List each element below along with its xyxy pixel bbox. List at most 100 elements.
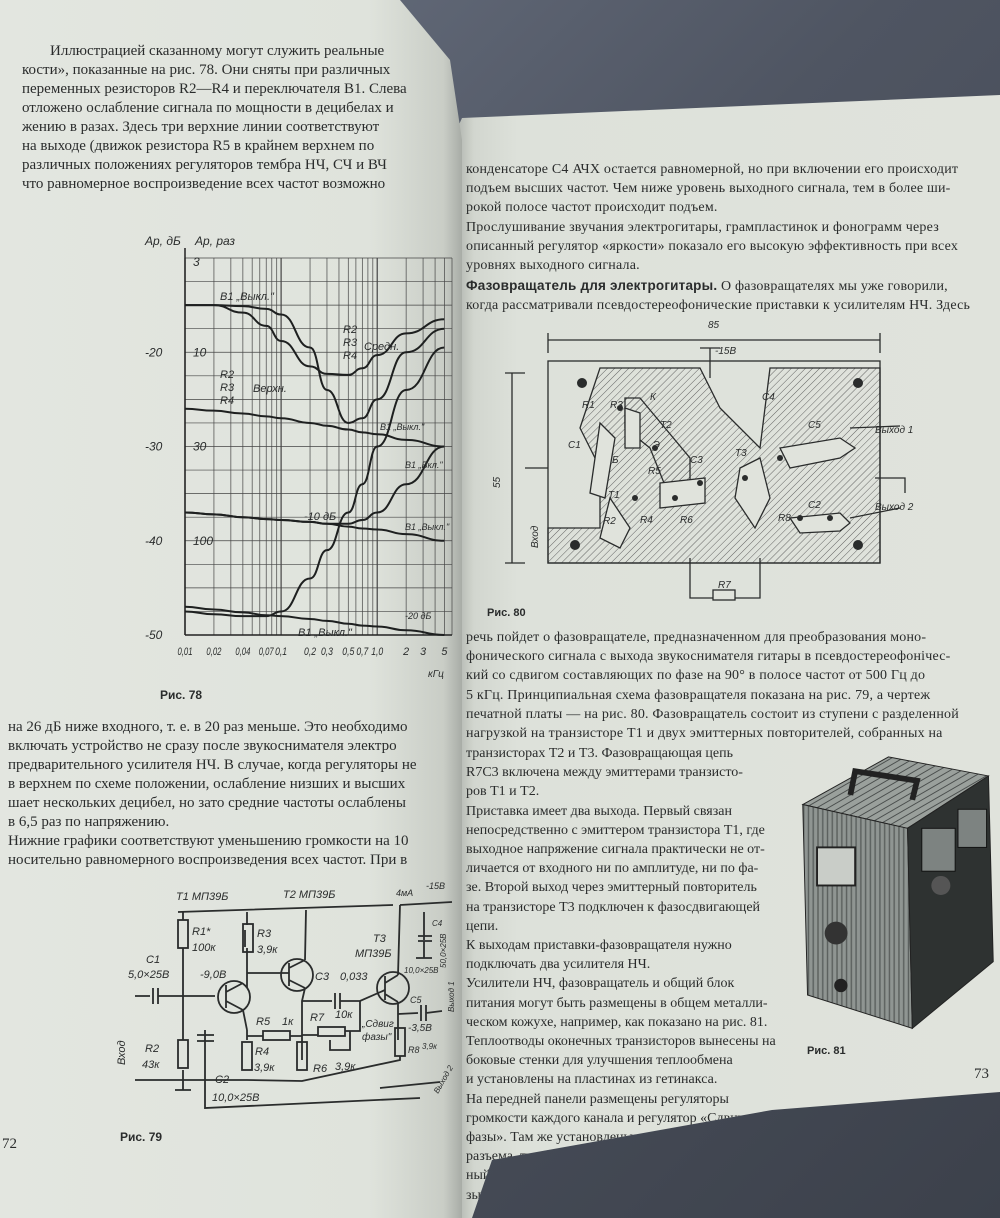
x-tick-label: 2: [402, 646, 409, 658]
label-r4: R4: [255, 1046, 269, 1058]
right-page: конденсаторе C4 АЧХ остается равномерной…: [452, 95, 1000, 1218]
label-t3: T3: [373, 933, 387, 945]
pcb-label-k: К: [650, 392, 657, 403]
x-tick-label: 0,3: [321, 646, 334, 658]
section-heading-rest: О фазовращателях мы уже говорили,: [717, 279, 948, 294]
label-c5-value: 10,0×25В: [404, 966, 439, 975]
x-tick-label: 0,02: [206, 646, 221, 658]
text-line: подключать два усилителя НЧ.: [466, 957, 651, 973]
text-line: предварительного усилителя НЧ. В случае,…: [8, 757, 417, 773]
x-tick-label: 0,01: [178, 646, 193, 658]
text-line: кости», показанные на рис. 78. Они сняты…: [22, 62, 391, 78]
text-line: R7C3 включена между эмиттерами транзисто…: [466, 765, 743, 781]
label-r2: R2: [145, 1043, 159, 1055]
label-c3-value: 0,033: [340, 971, 368, 983]
y-axis-label-db: Ap, дБ: [144, 234, 181, 248]
text-line: ческом кожухе, например, как показано на…: [466, 1014, 768, 1030]
text-line: на транзисторе T3 подключен к фазосдвига…: [466, 899, 761, 915]
text-line: Иллюстрацией сказанному могут служить ре…: [50, 43, 385, 59]
pcb-label-b: Б: [612, 455, 619, 466]
text-line: отложено ослабление сигнала по мощности …: [22, 100, 394, 116]
chart-series: [184, 304, 445, 636]
label-r6: R6: [313, 1063, 328, 1075]
x-tick-label: 1,0: [371, 646, 384, 658]
page-number-right: 73: [974, 1066, 989, 1082]
figure-79-caption: Рис. 79: [120, 1130, 163, 1144]
pcb-supply-label: -15В: [715, 346, 736, 357]
text-line: включать устройство не сразу после звуко…: [8, 738, 397, 754]
right-paragraph-1: конденсаторе C4 АЧХ остается равномерной…: [466, 160, 996, 275]
pcb-width-dimension: 85: [708, 320, 720, 331]
text-line: на 26 дБ ниже входного, т. е. в 20 раз м…: [8, 719, 408, 735]
label-t1: T1 МП39Б: [176, 891, 228, 903]
label-r5-value: 1к: [282, 1016, 294, 1028]
text-line: боковые стенки для улучшения теплообмена: [466, 1053, 733, 1069]
label-r2-value: 43к: [142, 1059, 160, 1071]
pcb-label-r5: R5: [648, 466, 661, 477]
annotation-r3b: R3: [220, 382, 235, 394]
figure-78-caption: Рис. 78: [160, 688, 203, 702]
annotation-b1-off-low: B1 „Выкл.": [405, 522, 450, 532]
figure-81-device-photo: [801, 756, 994, 1030]
text-line: кий со сдвигом составляющих по фазе на 9…: [466, 668, 926, 684]
section-heading-line: Фазовращатель для электрогитары. О фазов…: [466, 276, 996, 315]
figure-81-caption: Рис. 81: [807, 1045, 846, 1057]
y-tick-label: -20: [145, 345, 163, 359]
series-line: [184, 445, 445, 525]
label-r3: R3: [257, 928, 272, 940]
label-c3: C3: [315, 971, 330, 983]
figure-79-schematic: T1 МП39Б T2 МП39Б 4мА -15В R1* 100к R3 3…: [116, 881, 456, 1109]
pcb-label-r2: R2: [603, 516, 616, 527]
text-line: что равномерное воспроизведение всех час…: [22, 176, 386, 192]
text-line: жению в разах. Здесь три верхние линии с…: [22, 119, 380, 135]
label-r4-value: 3,9к: [254, 1062, 275, 1074]
text-line: когда рассматривали псевдостереофоническ…: [466, 298, 971, 314]
text-line: переменных резисторов R2—R4 и переключат…: [22, 81, 407, 97]
pcb-label-e: Э: [653, 440, 660, 451]
annotation-b1-on: B1 „Вкл.": [405, 460, 443, 470]
label-output-2: Выход 2: [432, 1063, 455, 1095]
label-c4: C4: [432, 919, 443, 928]
label-phase-shift-2: фазы": [362, 1031, 392, 1043]
right-paragraph-2: речь пойдет о фазовращателе, предназначе…: [466, 628, 996, 743]
figure-80-caption: Рис. 80: [487, 607, 526, 619]
label-c1: C1: [146, 954, 160, 966]
annotation-minus10db: -10 дБ: [304, 511, 336, 523]
pcb-label-r4: R4: [640, 515, 653, 526]
label-t2: T2 МП39Б: [283, 889, 335, 901]
label-supply: -15В: [426, 881, 445, 891]
text-line: рокой полосе частот происходит подъем.: [466, 200, 718, 216]
label-voltage-t1: -9,0В: [200, 969, 226, 981]
pcb-label-c5: C5: [808, 420, 821, 431]
x-tick-label: 0,2: [304, 646, 316, 658]
figure-80-pcb: 85 55 -15В R1 R3 C1 T2 C4 C5 Выход 1 К Э…: [492, 320, 914, 601]
text-line: На передней панели размещены регуляторы: [466, 1091, 729, 1107]
x-tick-label: 0,07: [259, 646, 275, 658]
y2-tick-label: 10: [193, 345, 207, 359]
pcb-label-t1: T1: [608, 490, 620, 501]
y-tick-label: -30: [145, 440, 163, 454]
label-current: 4мА: [396, 888, 413, 898]
section-heading: Фазовращатель для электрогитары.: [466, 278, 718, 293]
label-c4-value: 50,0×25В: [439, 933, 448, 968]
y2-tick-label: 3: [193, 255, 200, 269]
y-tick-label: -50: [145, 628, 163, 642]
text-line: Нижние графики соответствуют уменьшению …: [8, 833, 409, 849]
pcb-label-r7: R7: [718, 580, 731, 591]
annotation-b1-off-bottom: B1 „Выкл.": [298, 627, 353, 639]
text-line: описанный регулятор «яркости» показало е…: [466, 238, 959, 254]
annotation-b1-off-top: B1 „Выкл.": [220, 291, 275, 303]
text-line: Усилители НЧ, фазовращатель и общий блок: [466, 976, 735, 992]
label-r6-value: 3,9к: [335, 1061, 356, 1073]
x-tick-label: 5: [441, 646, 448, 658]
x-tick-label: 0,04: [235, 646, 250, 658]
text-line: уровнях выходного сигнала.: [466, 258, 640, 274]
text-line: шает нескольких децибел, но зато средние…: [8, 795, 406, 811]
text-line: К выходам приставки-фазовращателя нужно: [466, 938, 732, 954]
text-line: цепи.: [466, 918, 499, 934]
text-line: носительно равномерного воспроизведения …: [8, 852, 408, 868]
text-line: непосредственно с эмиттером транзистора …: [466, 822, 765, 838]
text-line: в 6,5 раз по напряжению.: [8, 814, 170, 830]
